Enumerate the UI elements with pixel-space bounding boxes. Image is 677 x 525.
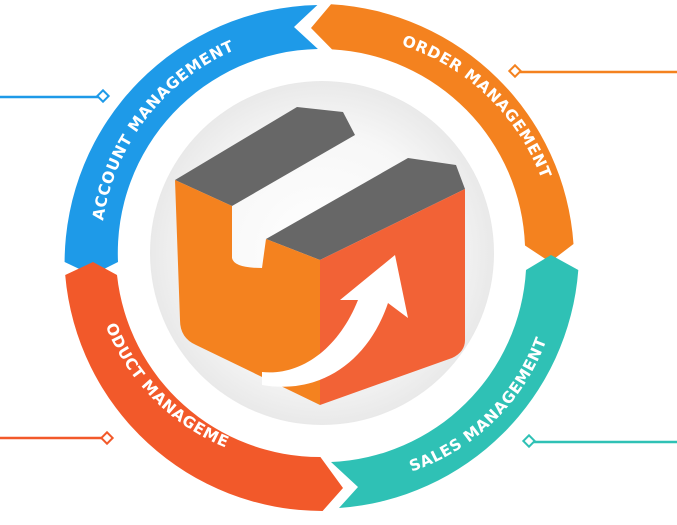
shipping-box-return-arrow-icon <box>175 107 465 405</box>
return-arrow <box>262 255 408 387</box>
connector-sales <box>521 433 677 449</box>
connector-product <box>0 430 115 446</box>
box-top-left-flap <box>175 107 355 206</box>
arc-product-management <box>65 262 343 512</box>
connector-order <box>507 63 677 79</box>
arc-order-management <box>311 4 574 262</box>
arc-account-management <box>64 5 318 275</box>
box-top-right-flap <box>266 158 465 260</box>
arc-sales-management <box>331 255 579 508</box>
box-front-face <box>175 180 320 405</box>
connector-account <box>0 88 111 104</box>
